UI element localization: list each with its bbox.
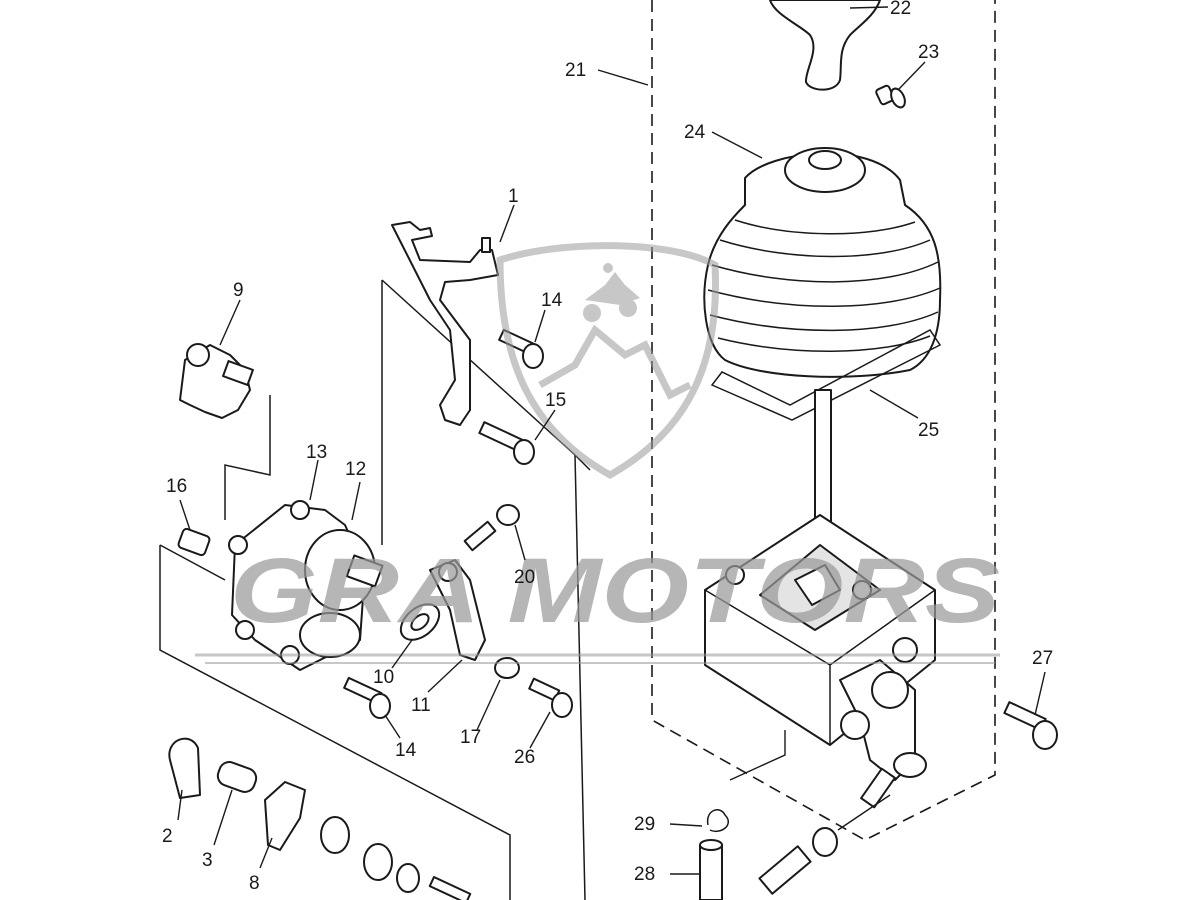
clip-part-29 <box>706 809 730 832</box>
atv-rider-icon <box>583 263 640 322</box>
bracket-part-1 <box>391 221 499 426</box>
label-part-27: 27 <box>1032 648 1053 669</box>
watermark-brand-text: GRA MOTORS <box>230 540 1000 642</box>
gear-part-9 <box>179 343 254 419</box>
assembly-21-boundary <box>651 0 996 841</box>
label-part-16: 16 <box>166 476 187 497</box>
label-part-3: 3 <box>202 850 213 871</box>
label-part-1: 1 <box>508 186 519 207</box>
watermark <box>195 242 1000 664</box>
label-part-2: 2 <box>162 826 173 847</box>
label-part-29: 29 <box>634 814 655 835</box>
lever-arm-part-11 <box>429 520 497 661</box>
boot-plate-part-25 <box>710 329 942 421</box>
linkage-tube <box>758 827 838 895</box>
label-part-23: 23 <box>918 42 939 63</box>
shift-boot-part-24 <box>703 147 942 378</box>
bolts-14-15 <box>478 328 544 465</box>
label-part-10: 10 <box>373 667 394 688</box>
label-part-14-upper: 14 <box>541 290 563 311</box>
label-part-17: 17 <box>460 727 481 748</box>
label-part-13: 13 <box>306 442 327 463</box>
nut-part-20 <box>496 504 520 526</box>
bolt-part-27 <box>1003 701 1058 750</box>
bushing-part-16 <box>177 527 211 557</box>
leader-lines <box>177 6 1046 875</box>
label-part-25: 25 <box>918 420 939 441</box>
cylinder-part-28 <box>699 839 723 900</box>
label-part-22: 22 <box>890 0 911 19</box>
screw-part-23 <box>875 84 906 109</box>
shield-logo-icon <box>496 242 720 480</box>
shift-knob-part-22 <box>769 0 881 91</box>
washer-part-10 <box>399 603 441 641</box>
mountain-logo-icon <box>538 324 692 400</box>
label-part-20: 20 <box>514 567 535 588</box>
label-part-12: 12 <box>345 459 366 480</box>
label-part-8: 8 <box>249 873 260 894</box>
label-part-11: 11 <box>411 695 431 716</box>
label-part-15: 15 <box>545 390 566 411</box>
bolt-part-14-lower <box>343 676 391 719</box>
small-parts-bottom-left <box>168 737 472 900</box>
label-part-21: 21 <box>565 60 586 81</box>
label-part-14-lower: 14 <box>395 740 417 761</box>
label-part-9: 9 <box>233 280 244 301</box>
label-part-26: 26 <box>514 747 535 768</box>
part-labels: 1 2 3 8 9 10 11 12 13 14 14 15 16 17 20 … <box>162 0 1053 894</box>
lever-shaft <box>814 389 832 536</box>
bolt-part-26 <box>528 677 573 718</box>
shift-linkage-arm <box>839 637 927 809</box>
label-part-24: 24 <box>684 122 706 143</box>
washer-part-17 <box>494 657 520 679</box>
label-part-28: 28 <box>634 864 655 885</box>
